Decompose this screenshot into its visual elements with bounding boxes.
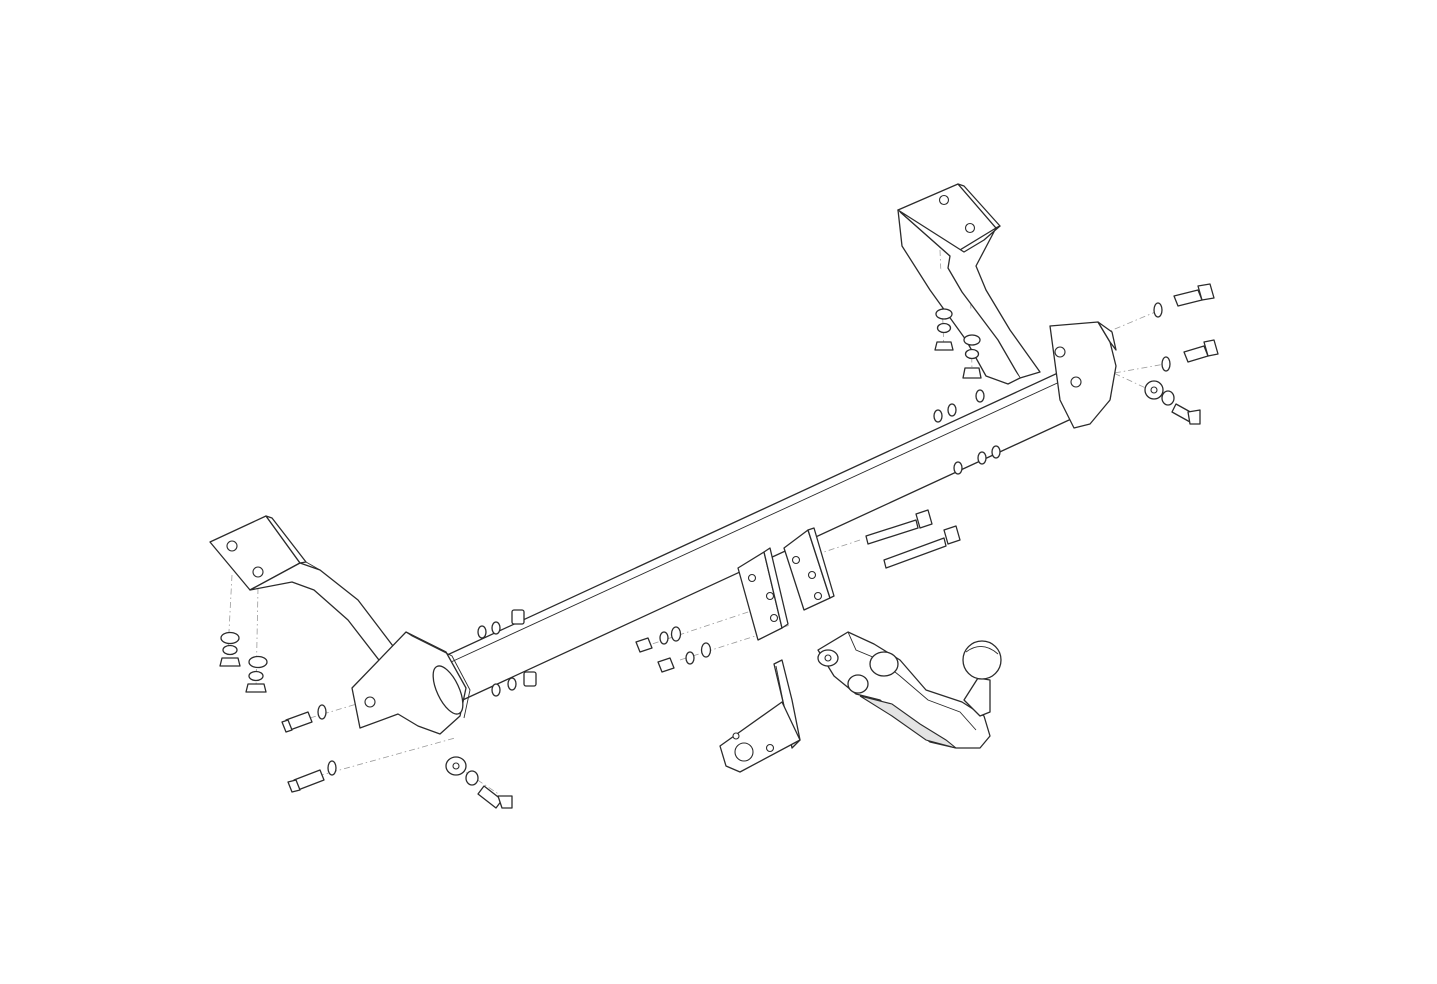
- hex-nut: [635, 637, 653, 653]
- neck-locking-knob: [869, 651, 899, 677]
- spring-washer: [659, 631, 669, 645]
- hex-nut: [245, 683, 267, 693]
- washer: [1153, 302, 1163, 318]
- bracket-hole: [964, 222, 976, 234]
- left-clamp-rings: [477, 609, 537, 697]
- hex-nut: [657, 657, 675, 673]
- plate-hole: [747, 573, 757, 583]
- socket-hole: [734, 742, 754, 762]
- hex-bolt: [1183, 339, 1219, 363]
- plate-hole: [769, 613, 779, 623]
- hex-nut: [962, 367, 982, 379]
- plate-hole: [813, 591, 823, 601]
- ball-mount-long-bolts: [865, 509, 961, 569]
- flange-hole: [1070, 376, 1082, 388]
- washer: [317, 704, 327, 720]
- bracket-hole: [226, 540, 238, 552]
- left-end-flange: [351, 631, 471, 735]
- right-bracket-fasteners: [934, 308, 982, 379]
- right-side-bolts: [1144, 283, 1219, 425]
- hex-nut: [934, 341, 954, 351]
- hex-bolt: [1173, 283, 1215, 307]
- washer: [700, 642, 712, 658]
- tow-ball-neck: [817, 631, 1002, 749]
- hex-bolt: [281, 711, 313, 733]
- flange-hole: [1054, 346, 1066, 358]
- plate-hole: [791, 555, 801, 565]
- long-bolt: [865, 519, 919, 545]
- hex-bolt: [1171, 403, 1201, 425]
- main-crossbar-tube: [431, 358, 1112, 705]
- washer: [1161, 356, 1171, 372]
- right-clamp-rings: [933, 389, 1001, 475]
- spring-washer: [465, 770, 479, 786]
- spring-washer: [964, 348, 980, 360]
- bracket-hole: [252, 566, 264, 578]
- bracket-hole: [938, 194, 950, 206]
- tow-ball: [962, 640, 1002, 680]
- spring-washer: [936, 322, 952, 334]
- plate-hole: [807, 570, 817, 580]
- left-bracket-fasteners: [219, 631, 268, 693]
- washer: [220, 631, 240, 645]
- washer: [935, 308, 953, 320]
- spring-washer: [685, 651, 695, 665]
- plate-hole: [765, 591, 775, 601]
- right-end-flange: [1049, 321, 1117, 429]
- spring-washer: [222, 644, 238, 656]
- washer: [963, 334, 981, 346]
- long-bolt: [883, 537, 947, 569]
- flange-hole: [364, 696, 376, 708]
- washer: [327, 760, 337, 776]
- ball-mount-nuts: [635, 626, 712, 673]
- washer: [670, 626, 682, 642]
- washer: [248, 655, 268, 669]
- hex-bolt: [477, 785, 513, 809]
- left-side-bolts: [281, 704, 513, 809]
- spring-washer: [1161, 390, 1175, 406]
- socket-bracket: [719, 659, 801, 773]
- spring-washer: [248, 670, 264, 682]
- hex-nut: [219, 657, 241, 667]
- ball-mount-plates: [737, 527, 835, 641]
- hex-bolt: [287, 769, 325, 793]
